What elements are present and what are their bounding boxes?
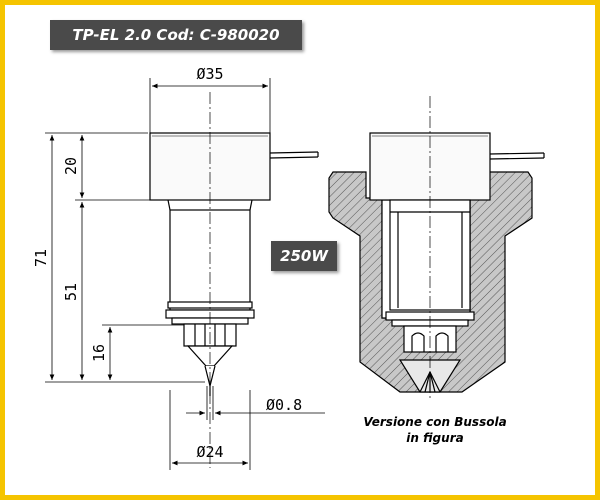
- dim-tip-diameter: Ø0.8: [266, 396, 302, 414]
- power-badge: 250W: [271, 241, 337, 271]
- dim-body-height: 51: [62, 283, 80, 301]
- bushing-caption: Versione con Bussola in figura: [340, 414, 530, 446]
- dim-bottom-diameter: Ø24: [196, 443, 223, 461]
- product-title-badge: TP-EL 2.0 Cod: C-980020: [50, 20, 302, 50]
- right-nozzle-section: [328, 132, 545, 393]
- dim-head-height: 20: [62, 157, 80, 175]
- caption-line-2: in figura: [406, 431, 464, 445]
- dim-nozzle-height: 16: [90, 344, 108, 362]
- caption-line-1: Versione con Bussola: [363, 415, 507, 429]
- dim-top-diameter: Ø35: [196, 65, 223, 83]
- dim-total-height: 71: [32, 249, 50, 267]
- dimension-lines: [45, 78, 325, 470]
